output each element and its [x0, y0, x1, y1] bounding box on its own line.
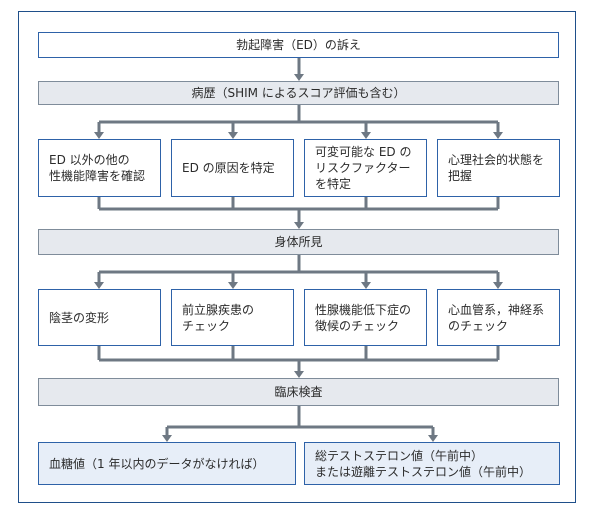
history-item-label: 心理社会的状態を 把握: [448, 153, 545, 183]
history-item-box: 可変可能な ED の リスクファクター を特定: [304, 139, 427, 197]
history-item-box: ED の原因を特定: [171, 139, 294, 197]
physical-item-label: 陰茎の変形: [49, 310, 110, 325]
physical-item-label: 性腺機能低下症の 徴候のチェック: [315, 302, 412, 333]
history-label: 病歴（SHIM によるスコア評価も含む）: [191, 86, 406, 100]
diagram-frame: [18, 11, 576, 503]
lab-item-label: 総テストステロン値（午前中） または遊離テストステロン値（午前中）: [315, 448, 532, 479]
lab-item-box: 総テストステロン値（午前中） または遊離テストステロン値（午前中）: [304, 442, 560, 485]
physical-findings-label: 身体所見: [274, 235, 323, 249]
lab-item-box: 血糖値（1 年以内のデータがなければ）: [38, 442, 296, 485]
history-item-label: ED の原因を特定: [182, 161, 275, 175]
ed-complaint-box: 勃起障害（ED）の訴え: [38, 32, 559, 58]
history-item-box: ED 以外の他の 性機能障害を確認: [38, 139, 161, 197]
history-item-label: ED 以外の他の 性機能障害を確認: [49, 153, 146, 183]
ed-complaint-label: 勃起障害（ED）の訴え: [236, 38, 361, 52]
history-item-label: 可変可能な ED の リスクファクター を特定: [315, 145, 412, 191]
lab-item-label: 血糖値（1 年以内のデータがなければ）: [49, 456, 265, 471]
lab-tests-label: 臨床検査: [274, 385, 323, 399]
lab-tests-box: 臨床検査: [38, 378, 559, 406]
physical-item-box: 心血管系，神経系 のチェック: [437, 289, 560, 346]
physical-findings-box: 身体所見: [38, 229, 559, 255]
physical-item-box: 前立腺疾患の チェック: [171, 289, 294, 346]
physical-item-box: 陰茎の変形: [38, 289, 161, 346]
history-item-box: 心理社会的状態を 把握: [437, 139, 560, 197]
physical-item-box: 性腺機能低下症の 徴候のチェック: [304, 289, 427, 346]
physical-item-label: 前立腺疾患の チェック: [182, 302, 255, 333]
history-box: 病歴（SHIM によるスコア評価も含む）: [38, 81, 559, 105]
physical-item-label: 心血管系，神経系 のチェック: [448, 302, 545, 333]
